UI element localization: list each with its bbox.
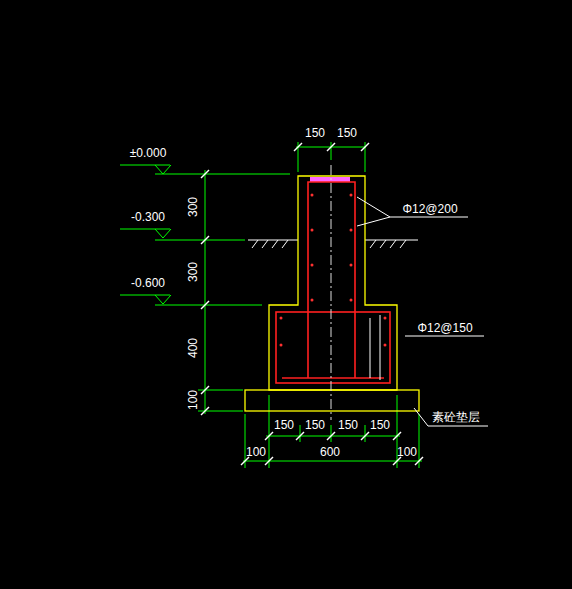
- dimension-label: 600: [320, 446, 340, 458]
- material-note-label: 素砼垫层: [432, 411, 480, 423]
- dimension-label: 150: [338, 419, 358, 431]
- dimension-label: 150: [305, 419, 325, 431]
- rebar: [276, 182, 390, 383]
- dimension-ticks: [201, 143, 423, 465]
- blinding-layer: [245, 390, 419, 411]
- dimension-label: 150: [337, 127, 357, 139]
- center-line: [331, 165, 332, 420]
- concrete-outline: [269, 176, 397, 390]
- dimension-label: 150: [370, 419, 390, 431]
- elevation-label: -0.600: [131, 277, 165, 289]
- dimension-label: 100: [187, 390, 199, 410]
- ground-line: [248, 240, 418, 248]
- dimension-label: 400: [187, 338, 199, 358]
- dimension-label: 100: [397, 446, 417, 458]
- elevation-label: -0.300: [131, 211, 165, 223]
- leader-lines: [357, 197, 488, 426]
- dimension-label: 150: [305, 127, 325, 139]
- dimension-label: 300: [187, 262, 199, 282]
- dimension-label: 100: [246, 446, 266, 458]
- rebar-note-label: Φ12@150: [417, 322, 472, 334]
- dimension-lines: [120, 142, 422, 468]
- rebar-note-label: Φ12@200: [402, 203, 457, 215]
- elevation-label: ±0.000: [130, 147, 167, 159]
- dimension-label: 150: [274, 419, 294, 431]
- dimension-label: 300: [187, 197, 199, 217]
